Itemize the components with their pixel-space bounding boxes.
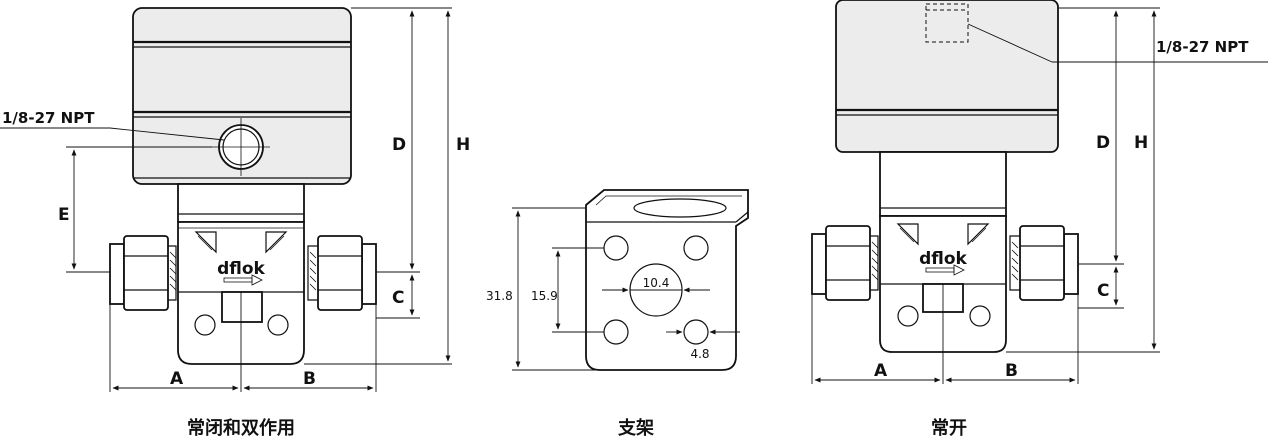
caption-normally-open: 常开: [931, 417, 967, 439]
right-neck: [879, 151, 1007, 217]
bracket-dim-center-hole: 10.4: [643, 276, 670, 290]
left-npt-port: [212, 118, 270, 176]
right-fitting-outlet: [1009, 225, 1079, 301]
bracket-dim-hole-spacing: 15.9: [531, 289, 558, 303]
right-port-label: 1/8-27 NPT: [1156, 38, 1249, 56]
left-flow-arrow-icon: [223, 274, 263, 286]
bracket-plate: [585, 189, 749, 371]
right-flow-arrow-icon: [925, 264, 965, 276]
left-dim-e: E: [58, 205, 70, 225]
right-dim-b: B: [1005, 361, 1018, 381]
left-dim-d: D: [392, 135, 406, 155]
right-dim-d: D: [1096, 133, 1110, 153]
bracket-dim-overall-height: 31.8: [486, 289, 513, 303]
right-valve-view: 1/8-27 NPT dflok: [811, 0, 1268, 384]
right-fitting-inlet: [811, 225, 879, 301]
left-fitting-outlet: [307, 235, 377, 311]
left-neck: [177, 183, 305, 223]
right-dim-c: C: [1097, 281, 1109, 301]
right-brand-label: dflok: [919, 249, 967, 269]
right-npt-port: [925, 3, 969, 43]
right-actuator: [835, 0, 1059, 153]
caption-normally-closed: 常闭和双作用: [187, 417, 295, 439]
left-dim-b: B: [303, 369, 316, 389]
left-valve-view: dflok 1/8-27 NPT: [0, 7, 470, 392]
left-brand-label: dflok: [217, 259, 265, 279]
left-dim-h: H: [456, 135, 470, 155]
left-dim-c: C: [392, 288, 404, 308]
right-dim-a: A: [874, 361, 888, 381]
right-dim-h: H: [1134, 133, 1148, 153]
bracket-view: 10.4 4.8 31.8 15.9: [486, 189, 749, 371]
caption-bracket: 支架: [617, 417, 654, 439]
left-actuator: [132, 7, 352, 185]
left-dim-a: A: [170, 369, 184, 389]
bracket-dim-small-hole: 4.8: [690, 347, 709, 361]
left-port-label: 1/8-27 NPT: [2, 109, 95, 127]
left-fitting-inlet: [109, 235, 177, 311]
